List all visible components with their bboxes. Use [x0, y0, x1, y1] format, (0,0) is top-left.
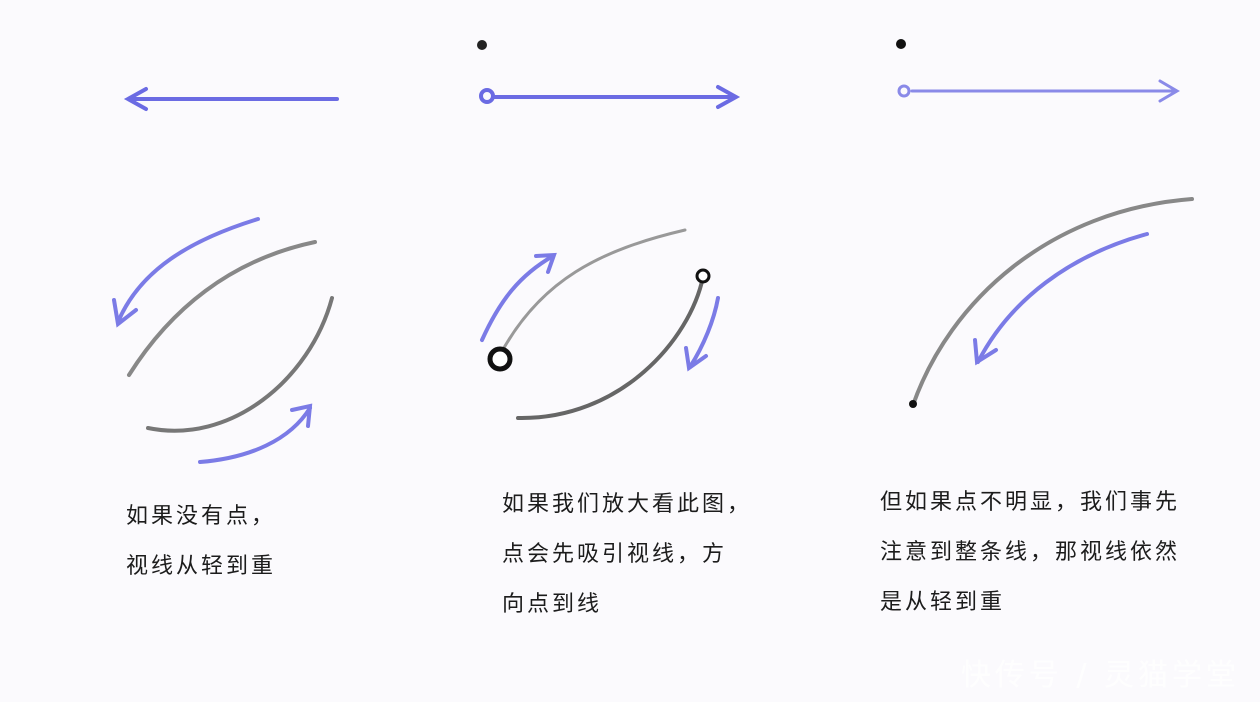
caption-line: 向点到线 — [502, 592, 603, 617]
curve-lower-1 — [146, 296, 334, 433]
dot — [477, 40, 487, 50]
arrow-right-icon — [479, 85, 741, 109]
dot — [896, 39, 906, 49]
arrow-curve-icon — [112, 217, 313, 464]
arrow-right-icon — [897, 79, 1180, 103]
large-dot — [487, 346, 513, 372]
small-dot — [695, 268, 711, 284]
caption-1: 如果没有点， 视线从轻到重 — [126, 492, 276, 592]
watermark: 快传号 / 灵猫学堂 — [960, 658, 1240, 693]
dot — [909, 400, 917, 408]
caption-line: 是从轻到重 — [880, 590, 1006, 615]
curve-upper-2 — [498, 228, 687, 357]
curve-upper-1 — [127, 240, 317, 377]
curve-3 — [911, 197, 1194, 407]
caption-3: 但如果点不明显，我们事先 注意到整条线，那视线依然 是从轻到重 — [880, 478, 1180, 628]
caption-line: 但如果点不明显，我们事先 — [880, 490, 1181, 515]
arrow-curve-icon — [973, 232, 1149, 366]
caption-line: 如果我们放大看此图， — [502, 492, 753, 517]
caption-line: 视线从轻到重 — [126, 554, 277, 579]
caption-2: 如果我们放大看此图， 点会先吸引视线，方 向点到线 — [502, 480, 752, 630]
curve-lower-2 — [516, 275, 705, 421]
caption-line: 点会先吸引视线，方 — [502, 542, 728, 567]
arrow-left-icon — [123, 87, 339, 111]
caption-line: 注意到整条线，那视线依然 — [880, 540, 1181, 565]
arrow-curve-icon — [480, 252, 720, 372]
caption-line: 如果没有点， — [126, 504, 277, 529]
